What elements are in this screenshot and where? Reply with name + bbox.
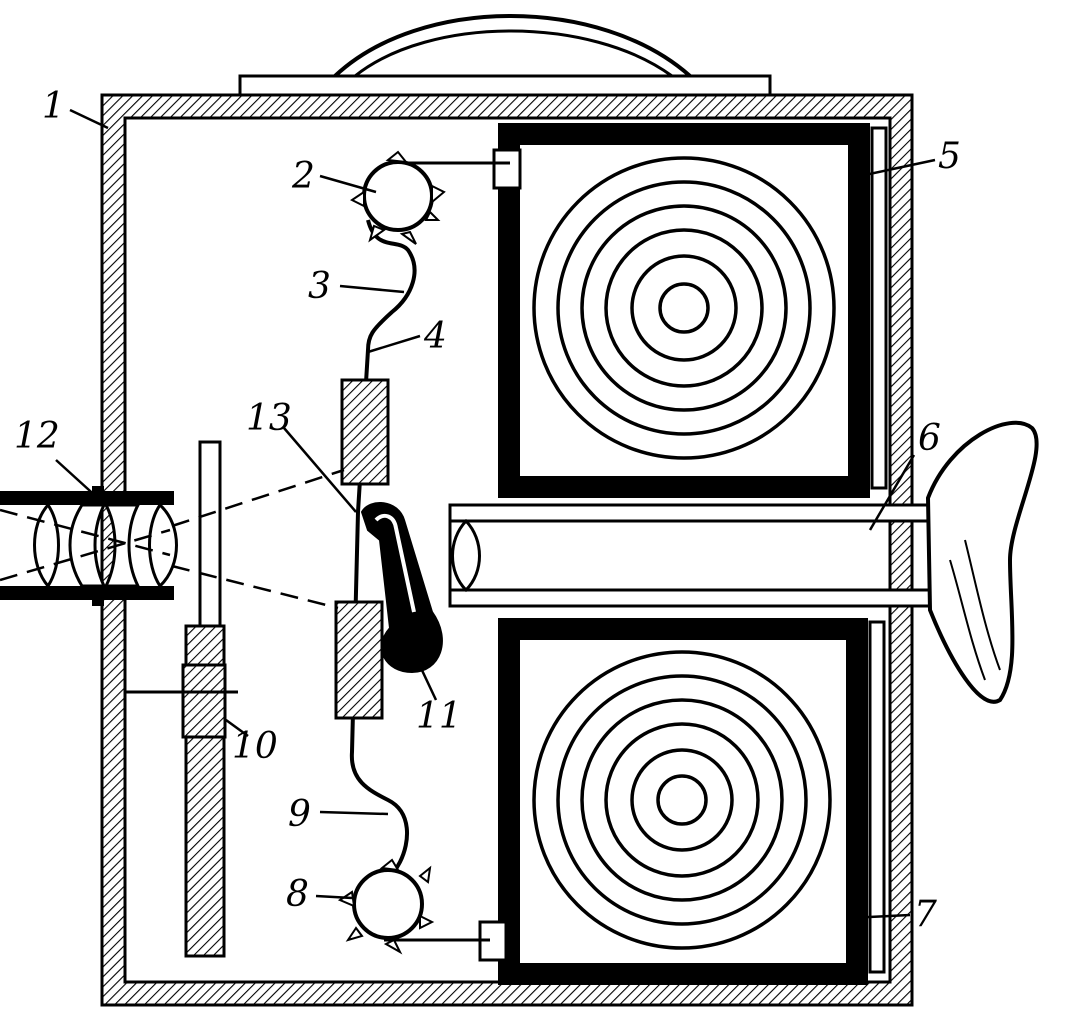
camera-housing (100, 93, 914, 1007)
carrying-handle (238, 14, 772, 100)
callout-leaders (55, 108, 936, 920)
callout-12: 12 (14, 416, 60, 457)
callout-3: 3 (308, 266, 331, 307)
viewfinder-tube (448, 503, 932, 608)
light-rays (0, 468, 345, 610)
callout-5: 5 (938, 136, 961, 177)
upper-sprocket (350, 150, 446, 245)
eyepiece (925, 420, 1039, 704)
shutter-rod (125, 440, 238, 958)
callout-8: 8 (286, 874, 309, 915)
callout-9: 9 (288, 794, 311, 835)
lower-sprocket (337, 858, 435, 955)
lower-film-cassette (478, 618, 886, 985)
callout-4: 4 (423, 316, 447, 357)
lens-assembly (0, 486, 178, 606)
film-gate (334, 378, 390, 720)
callout-13: 13 (246, 398, 292, 439)
callout-7: 7 (914, 894, 937, 935)
callout-10: 10 (232, 726, 278, 767)
upper-film-cassette (492, 123, 888, 498)
claw-mechanism (360, 501, 443, 674)
callout-1: 1 (42, 86, 65, 127)
film-strip (349, 161, 510, 942)
callout-6: 6 (918, 418, 941, 459)
callout-labels: 1 2 3 4 5 6 7 8 9 10 11 12 13 (14, 86, 961, 935)
callout-2: 2 (291, 156, 315, 197)
callout-11: 11 (416, 696, 462, 737)
